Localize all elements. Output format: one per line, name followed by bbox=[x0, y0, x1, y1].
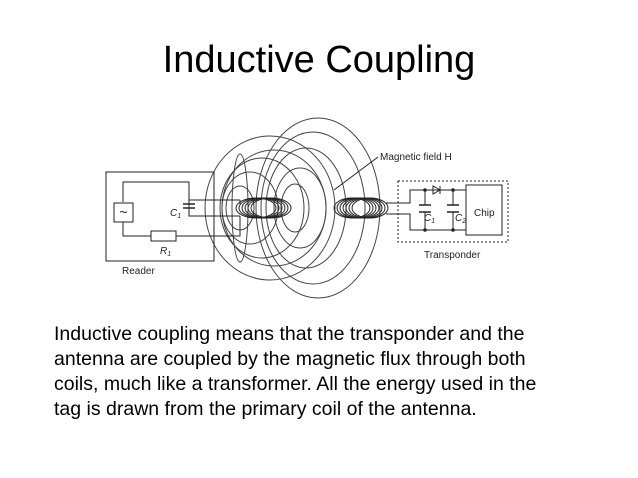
body-text: Inductive coupling means that the transp… bbox=[54, 323, 537, 420]
inductive-coupling-diagram: ~ C1 R1 Reader C1 C2 Chip Transpond bbox=[105, 117, 509, 299]
tag-c2-label: C2 bbox=[455, 213, 466, 225]
chip-label: Chip bbox=[474, 208, 495, 219]
tag-capacitor-c1 bbox=[419, 204, 431, 213]
field-lines-right bbox=[255, 117, 381, 299]
slide-title: Inductive Coupling bbox=[162, 39, 476, 81]
field-lines-left bbox=[204, 135, 336, 281]
reader-resistor-r1 bbox=[150, 230, 177, 242]
tag-capacitor-c2 bbox=[447, 204, 459, 213]
chip bbox=[465, 184, 503, 236]
transponder-coil bbox=[333, 197, 389, 219]
ac-source bbox=[113, 202, 134, 223]
magnetic-field-label: Magnetic field H bbox=[380, 152, 452, 163]
reader-capacitor-c1 bbox=[183, 203, 195, 209]
reader-c1-label: C1 bbox=[170, 208, 181, 220]
transponder-circuit bbox=[386, 189, 466, 231]
ac-source-symbol: ~ bbox=[119, 204, 127, 220]
reader-circuit bbox=[122, 181, 241, 237]
diode bbox=[432, 185, 442, 195]
reader-label: Reader bbox=[122, 266, 155, 277]
transponder-box bbox=[397, 180, 509, 243]
transponder-label: Transponder bbox=[424, 250, 481, 261]
junction-dots bbox=[423, 188, 455, 232]
tag-c1-label: C1 bbox=[424, 213, 435, 225]
magnetic-field-pointer bbox=[333, 156, 379, 191]
reader-r1-label: R1 bbox=[160, 246, 171, 258]
reader-coil bbox=[235, 197, 292, 219]
